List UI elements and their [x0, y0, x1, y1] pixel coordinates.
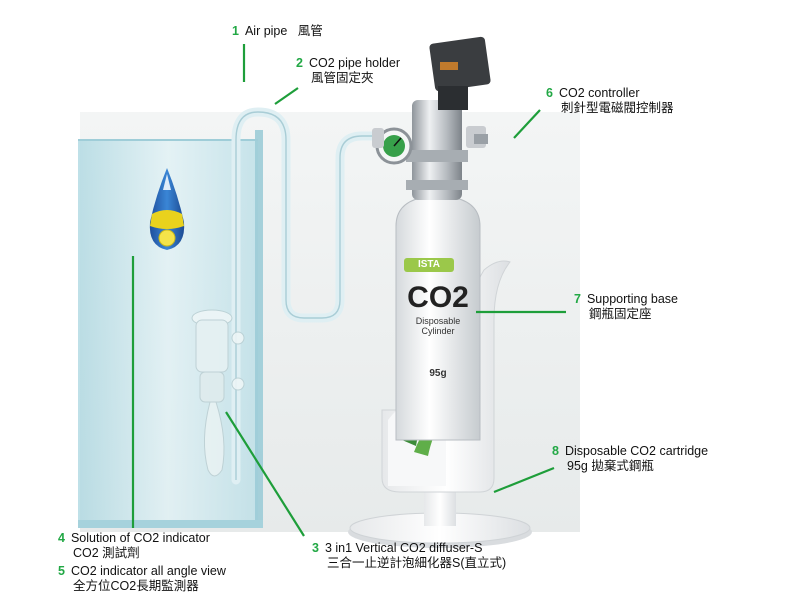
label-air-pipe-zh: 風管 [297, 24, 323, 38]
label-indicator-en: CO2 indicator all angle view [70, 564, 226, 578]
label-diffuser-zh: 三合一止逆計泡細化器S(直立式) [327, 556, 507, 570]
label-controller-en: CO2 controller [558, 86, 640, 100]
label-air-pipe-en: Air pipe [244, 24, 288, 38]
label-pipe-holder-en: CO2 pipe holder [308, 56, 400, 70]
label-air-pipe-number: 1 [232, 24, 239, 38]
label-diffuser-en: 3 in1 Vertical CO2 diffuser-S [324, 541, 483, 555]
label-diffuser: 3 3 in1 Vertical CO2 diffuser-S 三合一止逆計泡細化… [312, 541, 506, 571]
cartridge-formula: CO2 [407, 281, 469, 314]
label-base-en: Supporting base [586, 292, 678, 306]
label-cartridge-number: 8 [552, 444, 559, 458]
leader-diffuser [225, 411, 305, 537]
co2-indicator [149, 168, 185, 250]
leader-pipe-holder [274, 87, 299, 105]
label-indicator-zh: 全方位CO2長期監測器 [73, 579, 199, 593]
leader-controller [513, 109, 541, 139]
label-pipe-holder-zh: 風管固定夾 [311, 71, 374, 85]
cartridge-line2: Cylinder [421, 326, 455, 336]
label-solution-en: Solution of CO2 indicator [70, 531, 210, 545]
label-cartridge-en: Disposable CO2 cartridge [564, 444, 709, 458]
label-solution: 4 Solution of CO2 indicator CO2 測試劑 [58, 531, 210, 561]
label-pipe-holder: 2 CO2 pipe holder 風管固定夾 [296, 56, 400, 86]
label-controller-zh: 刺針型電磁閥控制器 [561, 101, 674, 115]
label-indicator: 5 CO2 indicator all angle view 全方位CO2長期監測… [58, 564, 226, 594]
label-controller-number: 6 [546, 86, 553, 100]
cartridge-brand: ISTA [417, 259, 441, 270]
leader-cartridge [493, 466, 555, 494]
cartridge-line1: Disposable [415, 316, 461, 326]
label-base-zh: 鋼瓶固定座 [589, 307, 652, 321]
label-base-number: 7 [574, 292, 581, 306]
label-base: 7 Supporting base 鋼瓶固定座 [574, 292, 678, 322]
co2-controller [372, 36, 491, 200]
label-solution-zh: CO2 測試劑 [73, 546, 140, 560]
label-controller: 6 CO2 controller 刺針型電磁閥控制器 [546, 86, 674, 116]
co2-cartridge [395, 197, 481, 441]
label-cartridge-zh: 95g 拋棄式鋼瓶 [567, 459, 654, 473]
label-diffuser-number: 3 [312, 541, 319, 555]
label-pipe-holder-number: 2 [296, 56, 303, 70]
co2-diffuser [191, 309, 245, 477]
label-air-pipe: 1 Air pipe 風管 [232, 24, 323, 39]
cartridge-weight: 95g [429, 368, 447, 379]
label-indicator-number: 5 [58, 564, 65, 578]
label-cartridge: 8 Disposable CO2 cartridge 95g 拋棄式鋼瓶 [552, 444, 708, 474]
label-solution-number: 4 [58, 531, 65, 545]
